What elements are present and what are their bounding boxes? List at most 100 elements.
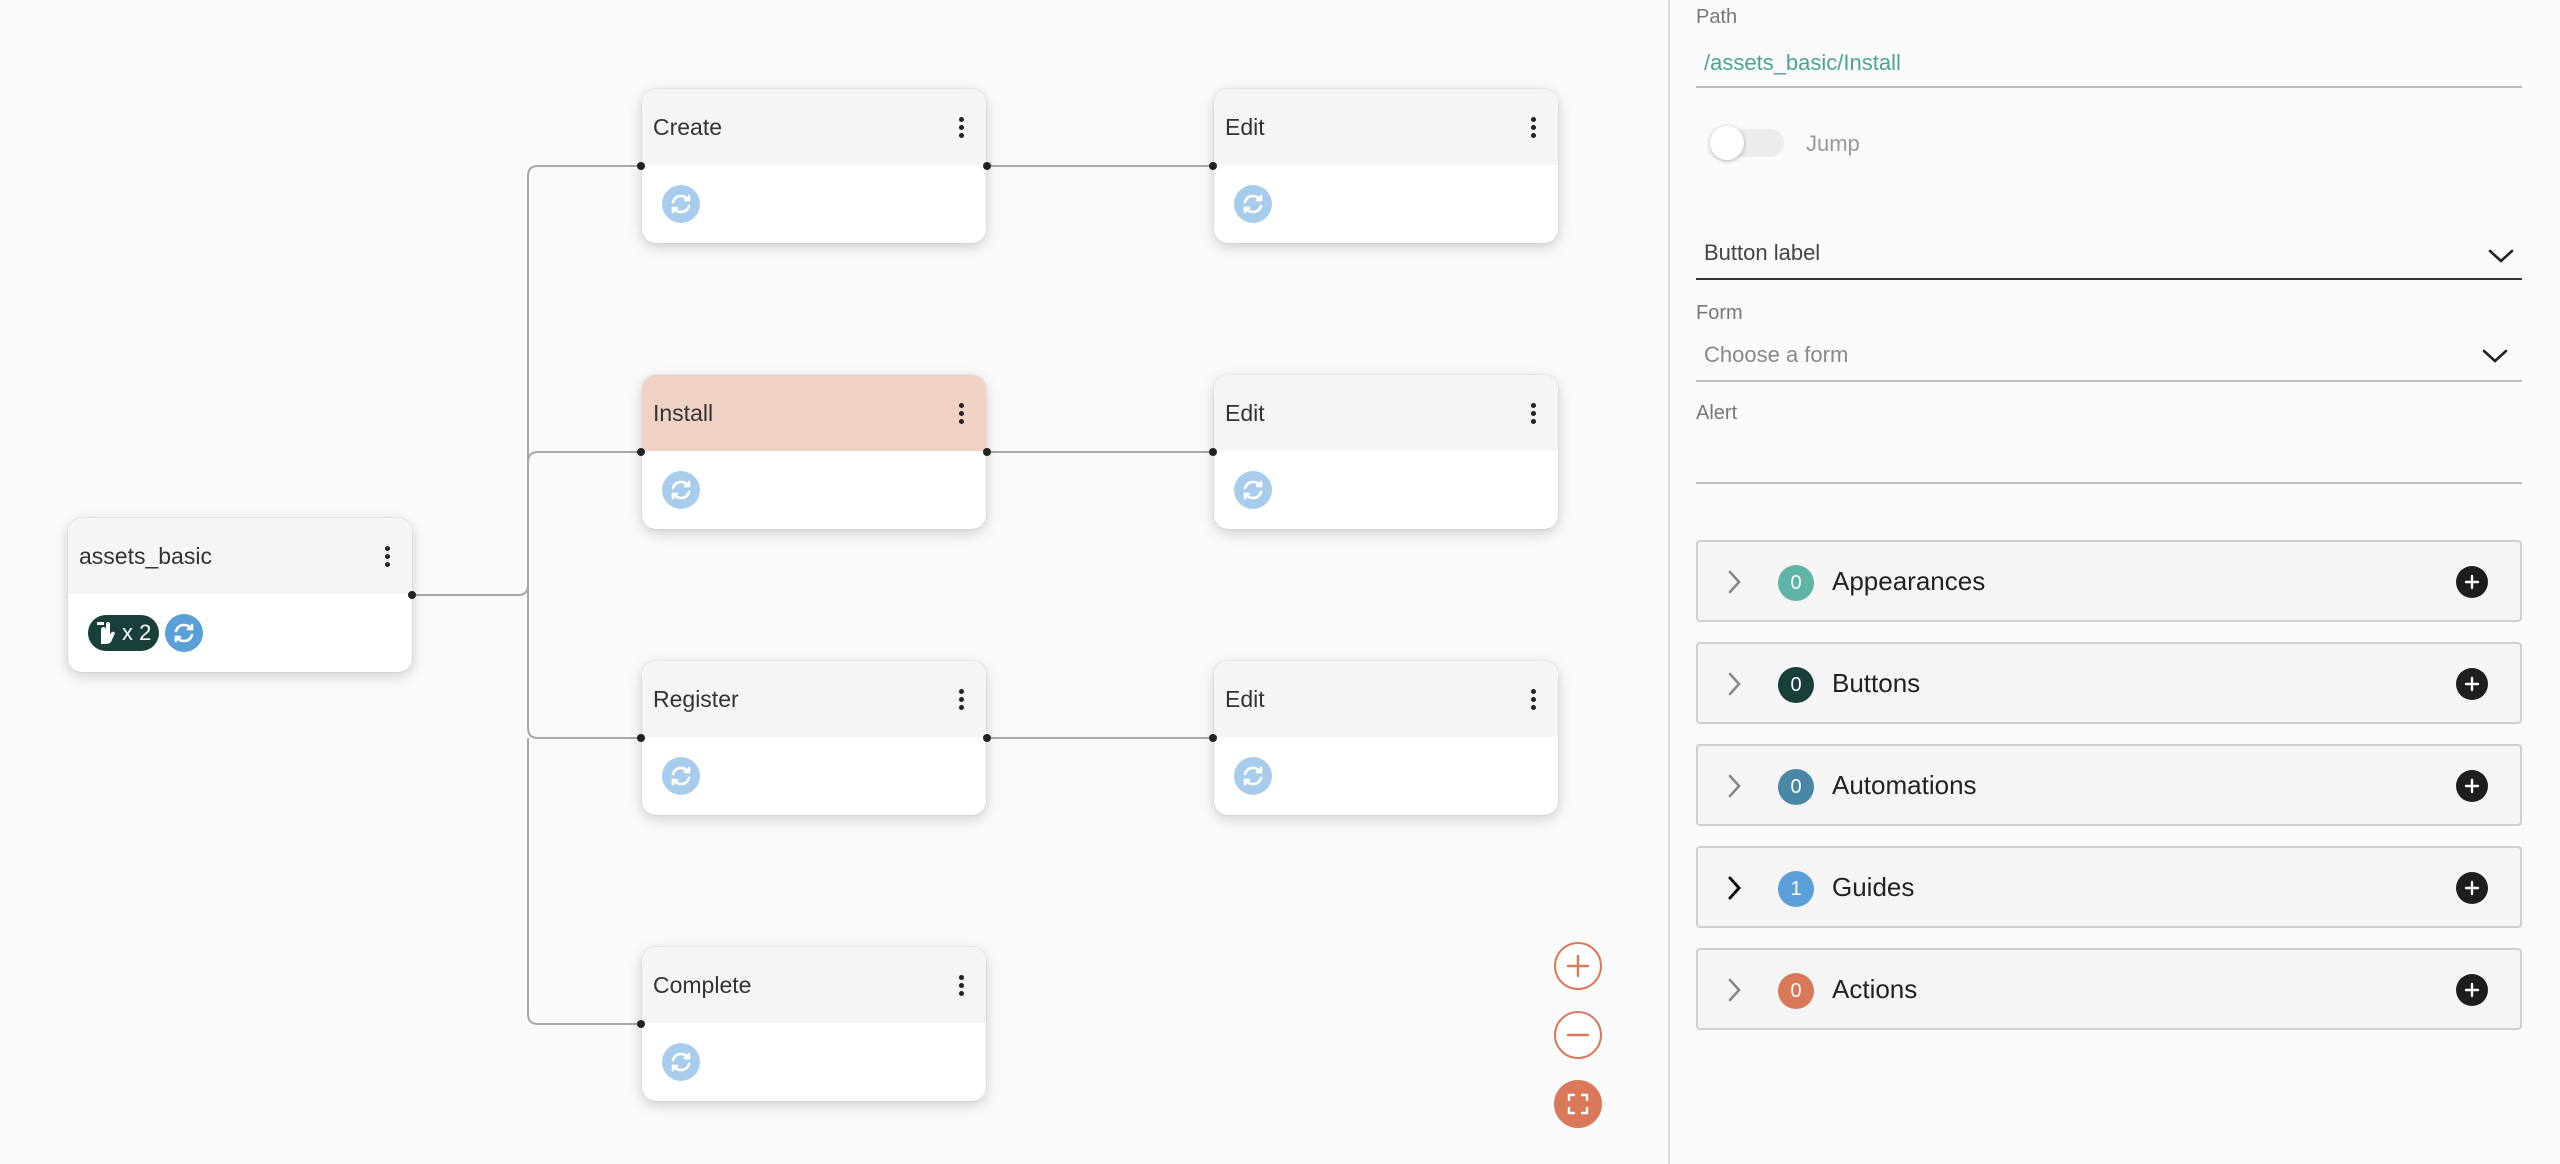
kebab-menu-icon[interactable] [372,536,402,576]
chevron-right-icon[interactable] [1724,670,1744,698]
section-title: Automations [1832,770,1977,800]
section-title: Buttons [1832,668,1921,698]
sync-icon [165,614,204,652]
node-title: assets_basic [79,542,212,569]
node-edit-register[interactable]: Edit [1209,661,1558,815]
jump-label: Jump [1806,131,1860,156]
button-count-text: x 2 [122,620,152,645]
zoom-in-button[interactable] [1554,942,1602,990]
node-body [642,165,986,243]
chevron-right-icon[interactable] [1724,874,1744,902]
kebab-menu-icon[interactable] [1518,679,1548,719]
edge-root-register [527,585,638,739]
form-select[interactable]: Choose a form [1696,336,2522,384]
node-body [1214,737,1558,815]
plus-icon [1566,954,1590,978]
section-title: Guides [1832,872,1915,902]
node-register[interactable]: Register [637,661,991,815]
minus-icon [1566,1033,1590,1037]
section-count-badge: 0 [1778,667,1814,703]
node-title: Install [653,399,714,426]
node-header: Edit [1214,661,1558,737]
section-guides[interactable]: 1 Guides [1696,846,2522,928]
node-body [642,451,986,529]
chevron-right-icon[interactable] [1724,772,1744,800]
node-body [1214,165,1558,243]
edge-root-create [414,165,638,596]
pointer-hand-icon [97,622,115,644]
kebab-menu-icon[interactable] [946,107,976,147]
sync-icon [662,471,700,509]
chevron-right-icon[interactable] [1724,976,1744,1004]
section-count-badge: 0 [1778,973,1814,1009]
node-edit-install[interactable]: Edit [1209,375,1558,529]
kebab-menu-icon[interactable] [946,393,976,433]
jump-toggle[interactable] [1710,126,1800,160]
path-label: Path [1696,6,1738,28]
section-count-badge: 0 [1778,565,1814,601]
edge-root-install [527,451,638,463]
fullscreen-icon [1567,1093,1589,1115]
node-body [642,1023,986,1101]
node-header: Install [642,375,986,451]
section-automations[interactable]: 0 Automations [1696,744,2522,826]
plus-circle-icon[interactable] [2456,668,2488,700]
button-label-select[interactable]: Button label [1696,232,2522,282]
node-install[interactable]: Install [637,375,991,529]
kebab-menu-icon[interactable] [946,679,976,719]
workflow-edges [414,165,1210,1025]
node-header: Edit [1214,89,1558,165]
node-title: Edit [1225,113,1265,140]
chevron-down-icon [2488,249,2514,263]
node-body [642,737,986,815]
section-actions[interactable]: 0 Actions [1696,948,2522,1030]
node-create[interactable]: Create [637,89,991,243]
sync-icon [1234,185,1272,223]
path-value[interactable]: /assets_basic/Install [1704,50,1901,75]
section-appearances[interactable]: 0 Appearances [1696,540,2522,622]
plus-circle-icon[interactable] [2456,872,2488,904]
form-label: Form [1696,302,1743,324]
node-edit-create[interactable]: Edit [1209,89,1558,243]
button-count-badge: x 2 [88,615,160,651]
node-body [1214,451,1558,529]
section-count-badge: 0 [1778,769,1814,805]
path-underline [1696,86,2522,88]
node-title: Edit [1225,399,1265,426]
node-header: assets_basic [68,518,412,594]
section-count-badge: 1 [1778,871,1814,907]
node-header: Create [642,89,986,165]
sync-icon [662,1043,700,1081]
alert-label: Alert [1696,402,1738,424]
workflow-canvas[interactable]: assets_basic x 2 Create [0,0,1668,1164]
kebab-menu-icon[interactable] [946,965,976,1005]
node-title: Edit [1225,685,1265,712]
sync-icon [1234,757,1272,795]
sync-icon [1234,471,1272,509]
sync-icon [662,757,700,795]
node-header: Register [642,661,986,737]
zoom-out-button[interactable] [1554,1011,1602,1059]
node-body: x 2 [68,594,412,672]
node-title: Complete [653,971,752,998]
plus-circle-icon[interactable] [2456,566,2488,598]
node-header: Complete [642,947,986,1023]
section-buttons[interactable]: 0 Buttons [1696,642,2522,724]
section-title: Actions [1832,974,1918,1004]
kebab-menu-icon[interactable] [1518,107,1548,147]
section-title: Appearances [1832,566,1986,596]
form-placeholder: Choose a form [1704,342,1849,367]
node-title: Register [653,685,739,712]
fit-view-button[interactable] [1554,1080,1602,1128]
plus-circle-icon[interactable] [2456,770,2488,802]
kebab-menu-icon[interactable] [1518,393,1548,433]
plus-circle-icon[interactable] [2456,974,2488,1006]
chevron-down-icon [2482,349,2508,363]
node-complete[interactable]: Complete [637,947,986,1101]
edge-root-complete [527,738,638,1025]
node-title: Create [653,113,723,140]
chevron-right-icon[interactable] [1724,568,1744,596]
alert-input[interactable] [1696,430,2522,484]
node-assets-basic[interactable]: assets_basic x 2 [68,518,416,672]
node-header: Edit [1214,375,1558,451]
